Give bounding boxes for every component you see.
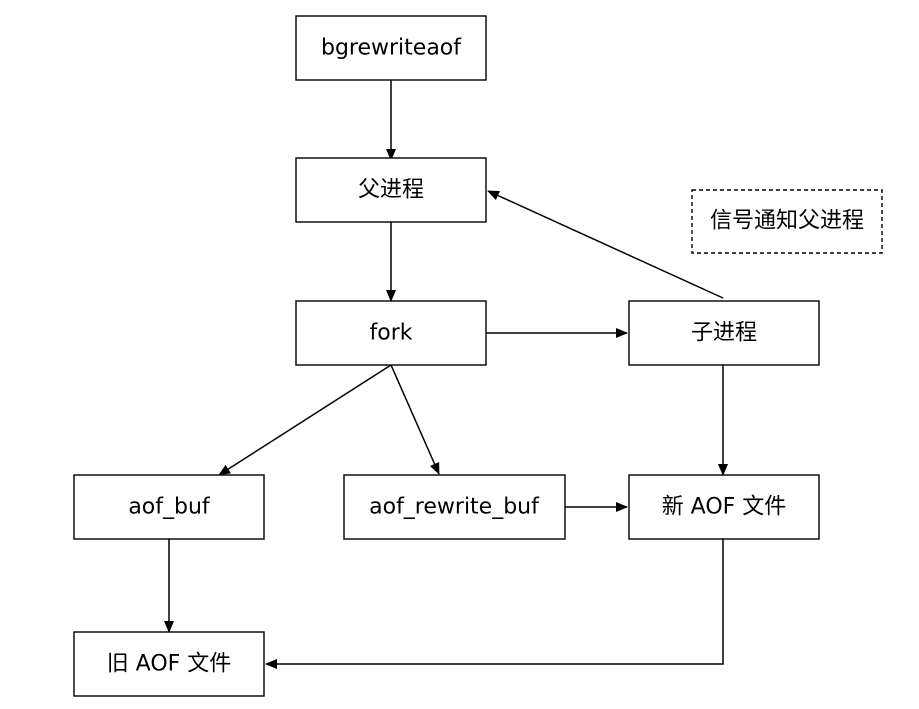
node-parent-process-label: 父进程 bbox=[358, 178, 424, 203]
node-aof-buf: aof_buf bbox=[73, 474, 265, 540]
node-bgrewriteaof: bgrewriteaof bbox=[295, 15, 487, 81]
node-child-process-label: 子进程 bbox=[691, 321, 757, 346]
edges bbox=[164, 80, 728, 669]
node-aof-rewrite-buf: aof_rewrite_buf bbox=[343, 474, 566, 540]
node-new-aof-file: 新 AOF 文件 bbox=[628, 474, 820, 540]
node-fork: fork bbox=[295, 300, 487, 366]
signal-annotation-label: 信号通知父进程 bbox=[710, 209, 864, 234]
edge-child-to-parent bbox=[487, 190, 724, 299]
edge-fork-to-aof-buf bbox=[218, 364, 392, 476]
node-fork-label: fork bbox=[370, 321, 413, 346]
node-parent-process: 父进程 bbox=[295, 157, 487, 223]
edge-new-aof-to-old-aof bbox=[265, 539, 724, 669]
signal-annotation: 信号通知父进程 bbox=[691, 189, 883, 254]
node-child-process: 子进程 bbox=[628, 300, 820, 366]
edge-fork-to-aof-rewrite-buf bbox=[390, 364, 440, 475]
node-old-aof-file-label: 旧 AOF 文件 bbox=[107, 652, 232, 677]
node-old-aof-file: 旧 AOF 文件 bbox=[73, 631, 265, 697]
node-aof-rewrite-buf-label: aof_rewrite_buf bbox=[369, 495, 540, 520]
node-new-aof-file-label: 新 AOF 文件 bbox=[662, 495, 787, 520]
node-aof-buf-label: aof_buf bbox=[128, 495, 211, 520]
node-bgrewriteaof-label: bgrewriteaof bbox=[321, 36, 462, 61]
